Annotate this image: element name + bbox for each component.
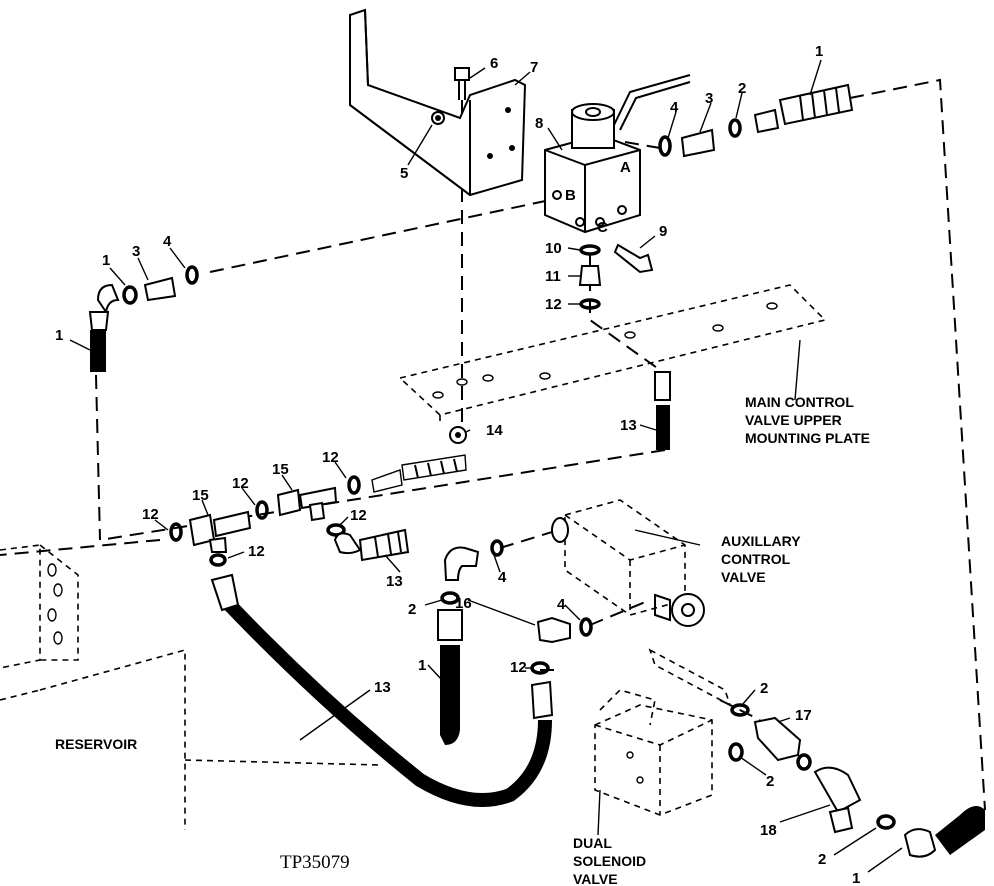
callout-12: 12	[545, 296, 562, 313]
bolt	[454, 67, 470, 100]
main-control-valve: A B C	[544, 74, 691, 236]
reservoir-label: RESERVOIR	[55, 736, 137, 752]
hose-large-u	[210, 573, 554, 807]
callout-15: 15	[272, 461, 289, 478]
callout-2: 2	[818, 851, 826, 868]
callout-1: 1	[418, 657, 426, 674]
callout-1: 1	[55, 327, 63, 344]
callout-12: 12	[232, 475, 249, 492]
left-top-hose-assembly	[88, 265, 199, 372]
right-fittings	[648, 648, 985, 858]
nut	[449, 426, 467, 444]
dual-solenoid-valve	[594, 689, 713, 836]
dual-solenoid-label-line3: VALVE	[573, 871, 618, 886]
callout-2: 2	[738, 80, 746, 97]
callout-4: 4	[557, 596, 566, 613]
callout-2: 2	[408, 601, 416, 618]
valve-bottom-fittings	[578, 243, 654, 310]
callout-12: 12	[322, 449, 339, 466]
callout-15: 15	[192, 487, 209, 504]
callout-1: 1	[102, 252, 110, 269]
callout-16: 16	[455, 595, 472, 612]
auxiliary-label-line1: AUXILLARY	[721, 533, 801, 549]
port-c-label: C	[597, 219, 608, 236]
callout-17: 17	[795, 707, 812, 724]
hose-upper-right	[654, 371, 671, 450]
callout-9: 9	[659, 223, 667, 240]
dual-solenoid-label-line2: SOLENOID	[573, 853, 646, 869]
main-control-label-line2: VALVE UPPER	[745, 412, 842, 428]
callout-18: 18	[760, 822, 777, 839]
callout-3: 3	[705, 90, 713, 107]
callout-numbers: 1 2 3 4 5 6 7 8 9 10 11 12 1 3 4 1 13 14…	[55, 43, 860, 886]
hose-middle	[333, 528, 410, 562]
callout-10: 10	[545, 240, 562, 257]
callout-2: 2	[760, 680, 768, 697]
figure-id: TP35079	[280, 852, 350, 873]
callout-11: 11	[545, 268, 561, 285]
callout-1: 1	[852, 870, 860, 886]
callout-4: 4	[163, 233, 172, 250]
hose-center	[437, 609, 463, 745]
port-b-label: B	[565, 187, 576, 204]
auxiliary-label-line3: VALVE	[721, 569, 766, 585]
callout-12: 12	[510, 659, 527, 676]
reservoir	[0, 544, 381, 830]
callout-5: 5	[400, 165, 408, 182]
callout-13: 13	[620, 417, 637, 434]
leader-lines	[69, 59, 903, 873]
main-control-label-line1: MAIN CONTROL	[745, 394, 854, 410]
auxiliary-label-line2: CONTROL	[721, 551, 791, 567]
callout-13: 13	[374, 679, 391, 696]
mounting-bracket	[349, 8, 527, 197]
port-a-label: A	[620, 159, 631, 176]
callout-6: 6	[490, 55, 498, 72]
callout-14: 14	[486, 422, 503, 439]
main-control-valve-upper-mounting-plate	[398, 284, 827, 423]
component-labels: MAIN CONTROL VALVE UPPER MOUNTING PLATE …	[55, 394, 870, 886]
elbow-fittings	[440, 539, 593, 675]
middle-fittings-row	[169, 454, 467, 567]
callout-2: 2	[766, 773, 774, 790]
callout-4: 4	[670, 99, 679, 116]
auxiliary-control-valve	[551, 499, 705, 627]
main-control-label-line3: MOUNTING PLATE	[745, 430, 870, 446]
callout-1: 1	[815, 43, 823, 60]
callout-12: 12	[142, 506, 159, 523]
dual-solenoid-label-line1: DUAL	[573, 835, 612, 851]
callout-7: 7	[530, 59, 538, 76]
callout-4: 4	[498, 569, 507, 586]
top-right-fittings	[658, 83, 854, 158]
callout-12: 12	[248, 543, 265, 560]
callout-8: 8	[535, 115, 543, 132]
callout-13: 13	[386, 573, 403, 590]
callout-12: 12	[350, 507, 367, 524]
callout-3: 3	[132, 243, 140, 260]
